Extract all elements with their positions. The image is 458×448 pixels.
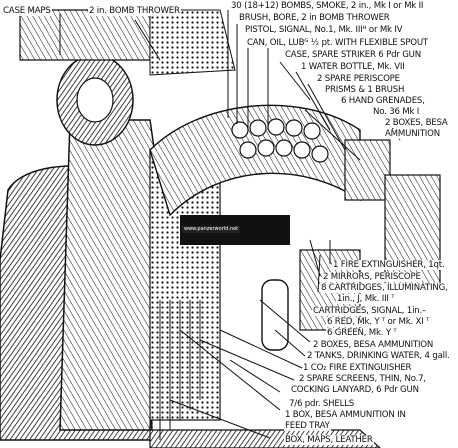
bomb-thrower-body [149, 9, 236, 76]
label-spare-periscope: 2 SPARE PERISCOPE [316, 74, 401, 84]
label-tanks-water: 2 TANKS, DRINKING WATER, 4 gall. [306, 351, 451, 361]
label-shells: 7/6 pdr. SHELLS [288, 399, 356, 409]
label-feed-tray: FEED TRAY [284, 421, 331, 431]
label-water-bottle: 1 WATER BOTTLE, Mk. VII [300, 62, 406, 72]
label-prisms-brush: PRISMS & 1 BRUSH [324, 85, 406, 95]
watermark: www.panzerworld.net [182, 226, 241, 233]
label-co2-extinguisher: 1 CO₂ FIRE EXTINGUISHER [302, 363, 413, 373]
label-cartridges-illuminating: 8 CARTRIDGES, ILLUMINATING, [320, 283, 449, 293]
label-boxes-besa-2: 2 BOXES, BESA AMMUNITION [312, 340, 435, 350]
label-cocking-lanyard: COCKING LANYARD, 6 Pdr GUN [290, 385, 420, 395]
leader-lines [59, 10, 401, 440]
label-boxes-besa-1: 2 BOXES, BESA [384, 118, 449, 128]
label-grenade-no: No. 36 Mk I [372, 107, 421, 117]
label-cartridges-illuminating-spec: 1in., J, Mk. III ᵀ [336, 294, 396, 304]
label-case-spare-striker: CASE, SPARE STRIKER 6 Pdr GUN [284, 50, 422, 60]
label-can-oil: CAN, OIL, LUBᴳ ½ pt. WITH FLEXIBLE SPOUT [246, 38, 429, 48]
label-ammunition-1: AMMUNITION [384, 129, 441, 139]
label-red-signal: 6 RED, Mk. Y ᵀ or Mk. XI ᵀ [326, 317, 431, 327]
label-bomb-thrower: 2 in. BOMB THROWER [88, 6, 181, 16]
label-mirrors-periscope: 2 MIRRORS, PERISCOPE [322, 272, 422, 282]
label-case-maps: CASE MAPS [2, 6, 52, 16]
gun-breech [59, 119, 161, 431]
fire-extinguisher-shape [261, 279, 289, 351]
label-fire-extinguisher: 1 FIRE EXTINGUISHER, 1qt. [332, 260, 446, 270]
label-box-besa-feed: 1 BOX, BESA AMMUNITION IN [284, 410, 407, 420]
label-bombs-smoke: 30 (18+12) BOMBS, SMOKE, 2 in., Mk I or … [230, 1, 425, 11]
map-case [19, 9, 151, 61]
label-pistol-signal: PISTOL, SIGNAL, No.1, Mk. IIIᴴ or Mk IV [244, 25, 404, 35]
label-brush-bore: BRUSH, BORE, 2 in BOMB THROWER [238, 13, 391, 23]
shell-rack [231, 118, 329, 163]
label-green-signal: 6 GREEN, Mk. Y ᵀ [326, 328, 398, 338]
label-cartridges-signal: CARTRIDGES, SIGNAL, 1in.– [312, 306, 428, 316]
label-box-maps: BOX, MAPS, LEATHER [284, 435, 374, 445]
label-hand-grenades: 6 HAND GRENADES, [340, 96, 426, 106]
label-spare-screens: 2 SPARE SCREENS, THIN, No.7, [298, 374, 427, 384]
